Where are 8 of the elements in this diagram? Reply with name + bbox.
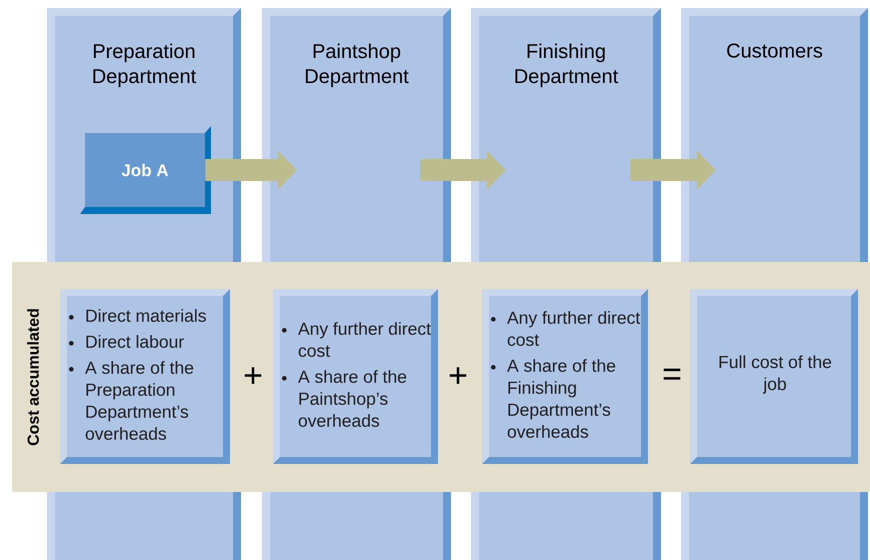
cost-box: Full cost of the job [690, 289, 858, 464]
job-box: Job A [80, 126, 211, 214]
operator-sign: + [450, 367, 466, 384]
operator-sign: = [664, 368, 680, 380]
cost-box: Any further direct cost A share of the Finishing Department’s overheads [482, 289, 648, 464]
cost-box: Direct materials Direct labour A share of the Preparation Department’s overheads [60, 289, 230, 464]
operator-sign: + [244, 367, 262, 384]
cost-box: Any further direct cost A share of the Paintshop’s overheads [273, 289, 438, 464]
